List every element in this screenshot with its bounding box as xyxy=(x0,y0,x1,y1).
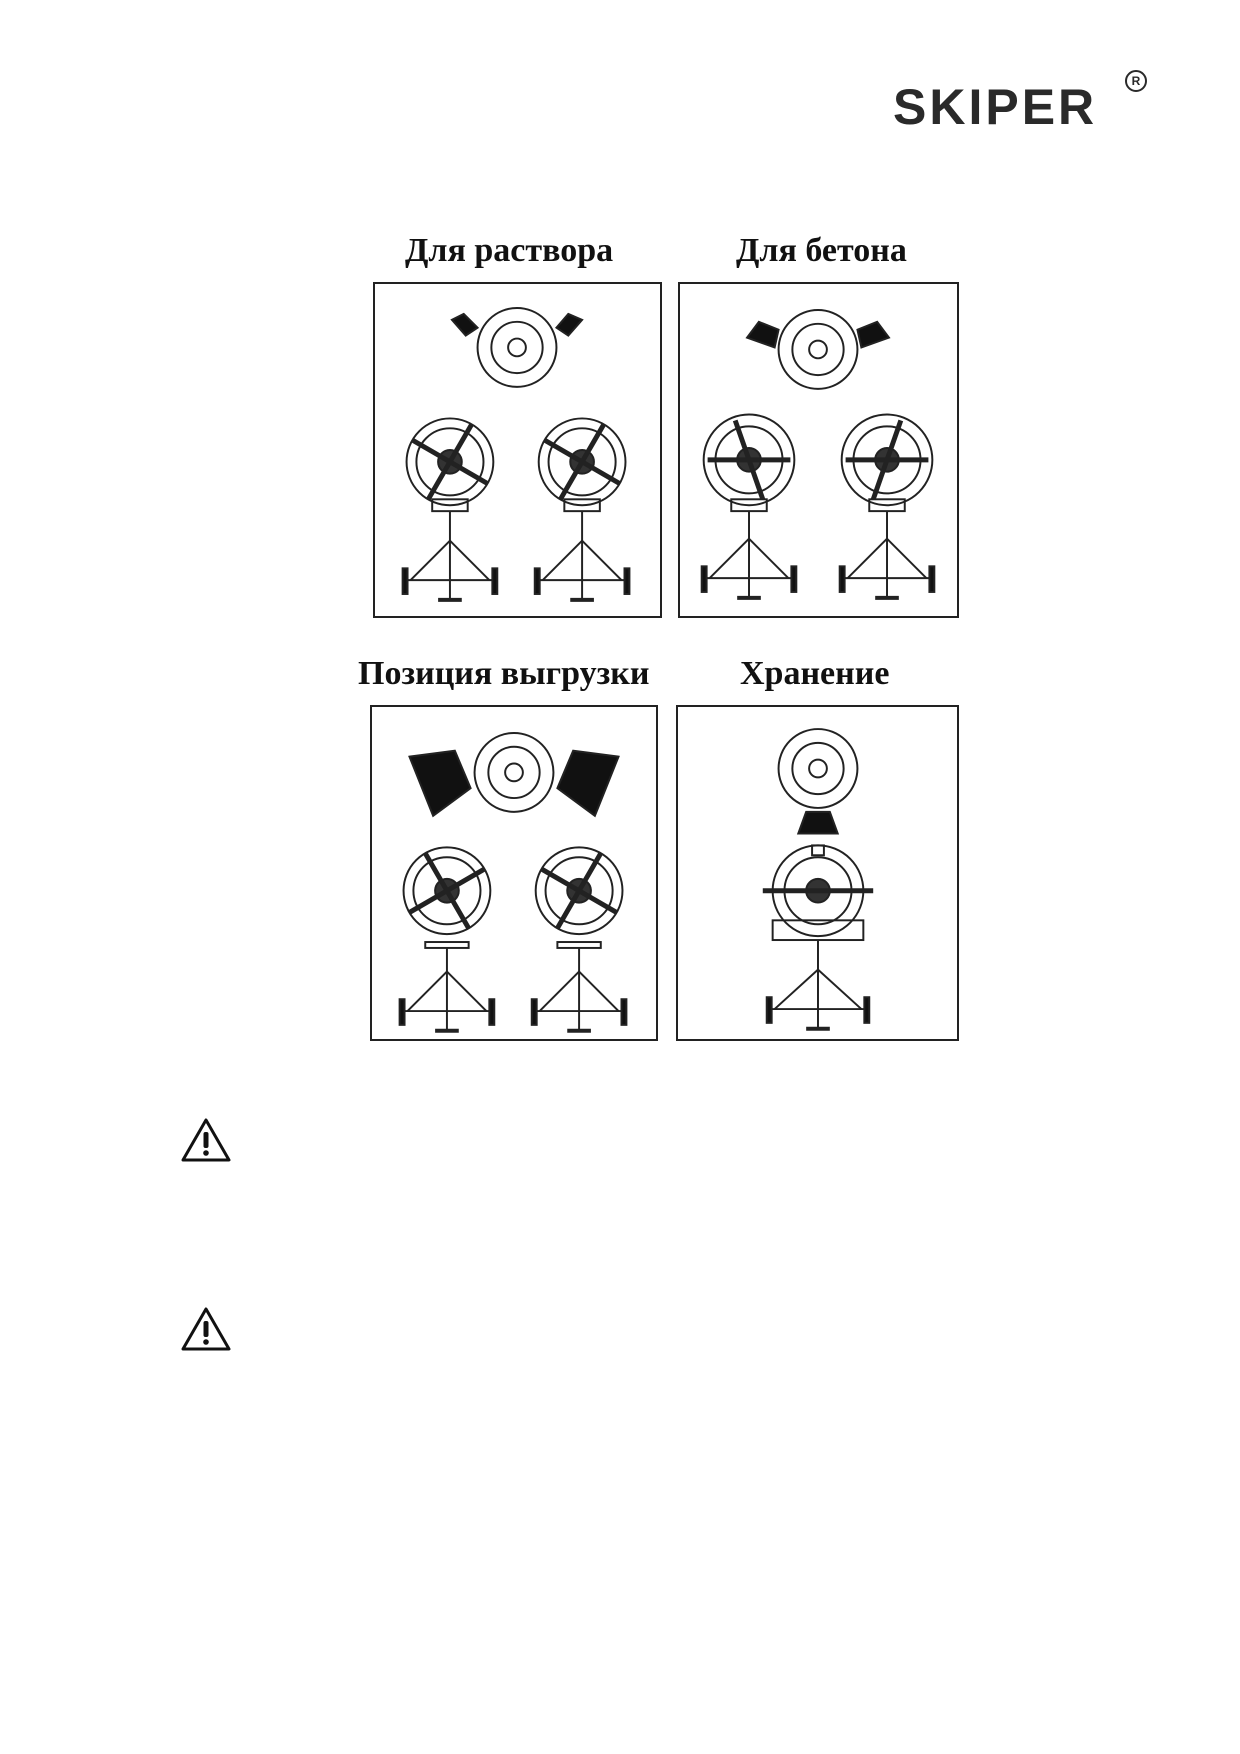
panel-unloading xyxy=(370,705,658,1041)
caption-unloading: Позиция выгрузки xyxy=(358,655,650,692)
warning-icon xyxy=(181,1307,231,1351)
storage-position-figure xyxy=(762,728,874,1031)
caption-mortar: Для раствора xyxy=(405,232,614,269)
caption-storage: Хранение xyxy=(740,655,890,692)
warning-icon xyxy=(181,1118,231,1162)
concrete-position-figure xyxy=(700,309,936,600)
panel-concrete xyxy=(678,282,959,618)
skiper-logo: SKIPER R xyxy=(893,70,1153,140)
panel-storage xyxy=(676,705,959,1041)
unloading-position-figure xyxy=(398,731,628,1033)
caption-concrete: Для бетона xyxy=(736,232,907,269)
registered-mark: R xyxy=(1125,70,1147,92)
panel-mortar xyxy=(373,282,662,618)
mortar-position-figure xyxy=(401,307,631,602)
brand-name: SKIPER xyxy=(893,79,1098,135)
